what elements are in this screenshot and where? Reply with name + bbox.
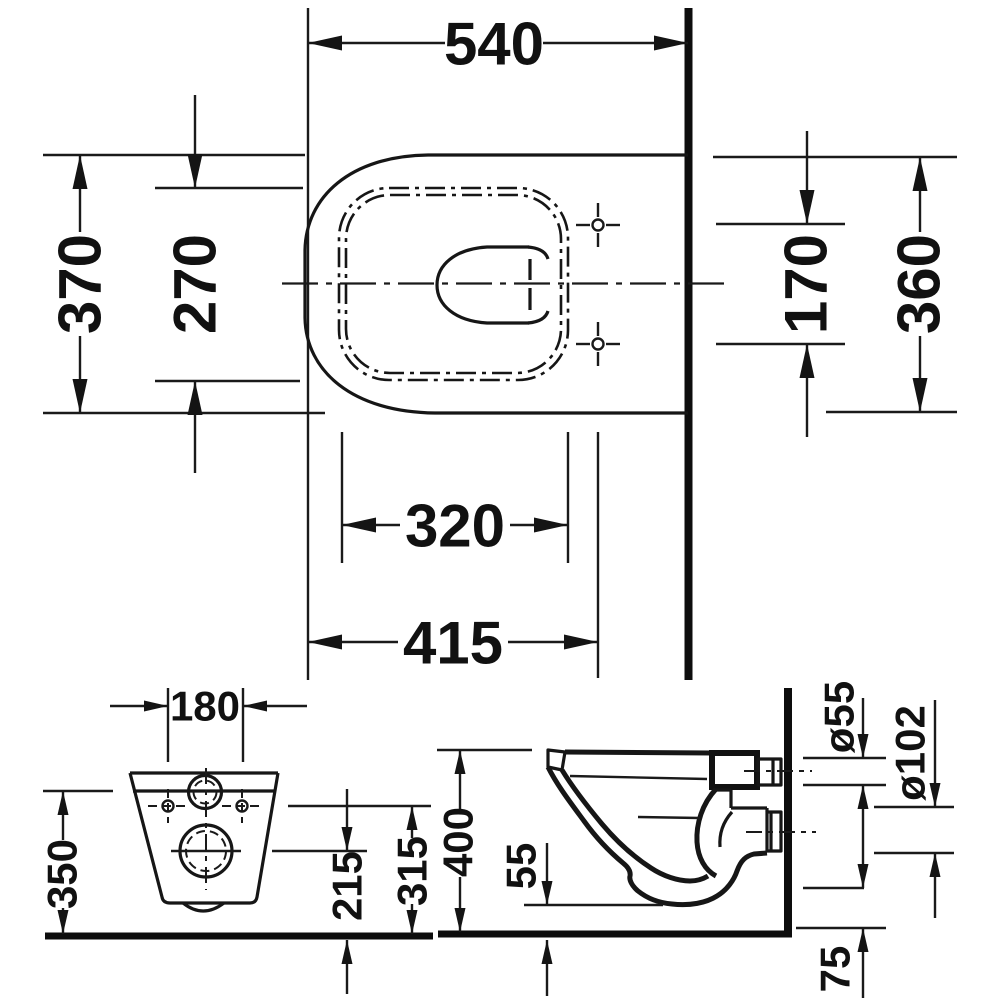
dim-hole-height: 315: [389, 806, 436, 934]
toilet-outline-front: [128, 772, 280, 905]
dim-depth-from-wall: 360: [886, 157, 953, 412]
seat-ring-inner: [344, 193, 563, 375]
step-lines: [713, 788, 769, 812]
dim-overall-depth: 370: [47, 155, 114, 413]
dim-bottom-clearance: 55: [498, 843, 553, 996]
plan-seat-depth-label: 270: [162, 234, 229, 334]
dim-outlet-bottom-height: 75: [812, 928, 869, 998]
water-line: [637, 815, 701, 820]
mounting-hole-marker-top: [576, 203, 620, 247]
dim-inlet-diameter: ø55: [816, 681, 869, 888]
mounting-hole-front-right: [222, 789, 262, 823]
seat-underside-line: [569, 774, 708, 781]
plan-holes-from-front-label: 415: [403, 610, 503, 677]
side-bottom-clearance-label: 55: [498, 843, 545, 890]
drain-bump-front: [182, 901, 225, 913]
bowl-inner-side: [559, 768, 710, 884]
side-outlet-bottom-label: 75: [812, 946, 859, 993]
front-rim-height-label: 350: [39, 839, 86, 909]
side-view: 400 55 ø55 ø102 75: [435, 681, 954, 998]
plan-hole-spacing-label: 170: [773, 234, 840, 334]
side-outlet-diameter-label: ø102: [887, 705, 934, 801]
mounting-hole-front-left: [148, 789, 188, 823]
dim-seat-depth: 270: [162, 95, 229, 473]
plan-seat-width-label: 320: [405, 493, 505, 560]
trap-curve-2: [718, 810, 734, 848]
bowl-opening: [435, 245, 550, 325]
plan-depth-right-label: 360: [886, 234, 953, 334]
dim-seat-width: 320: [342, 493, 568, 560]
seat-ring-outer: [337, 186, 570, 382]
front-view: 180 350 215 315: [39, 683, 436, 994]
dim-holes-from-front: 415: [308, 610, 598, 677]
front-hole-spacing-label: 180: [170, 683, 240, 730]
mounting-hole-marker-bottom: [576, 322, 620, 366]
dim-outlet-diameter: ø102: [887, 700, 941, 918]
trap-curve: [694, 787, 718, 879]
side-overall-height-label: 400: [435, 807, 482, 877]
dim-inlet-offset: 180: [110, 683, 307, 730]
side-inlet-diameter-label: ø55: [816, 681, 863, 753]
toilet-outline-side: [545, 765, 768, 908]
dim-outlet-height: 215: [324, 789, 371, 994]
plan-overall-width-label: 540: [444, 11, 544, 78]
plan-overall-depth-label: 370: [47, 234, 114, 334]
dim-overall-height: 400: [435, 750, 482, 932]
toilet-outline-plan: [303, 153, 688, 415]
plan-view: 540 370 270 170 360: [43, 8, 957, 680]
front-hole-height-label: 315: [389, 836, 436, 906]
dim-rim-height: 350: [39, 791, 86, 934]
front-outlet-height-label: 215: [324, 851, 371, 921]
dim-overall-width: 540: [308, 11, 688, 78]
seat-top-line: [564, 749, 713, 756]
dim-hole-spacing: 170: [773, 131, 840, 437]
